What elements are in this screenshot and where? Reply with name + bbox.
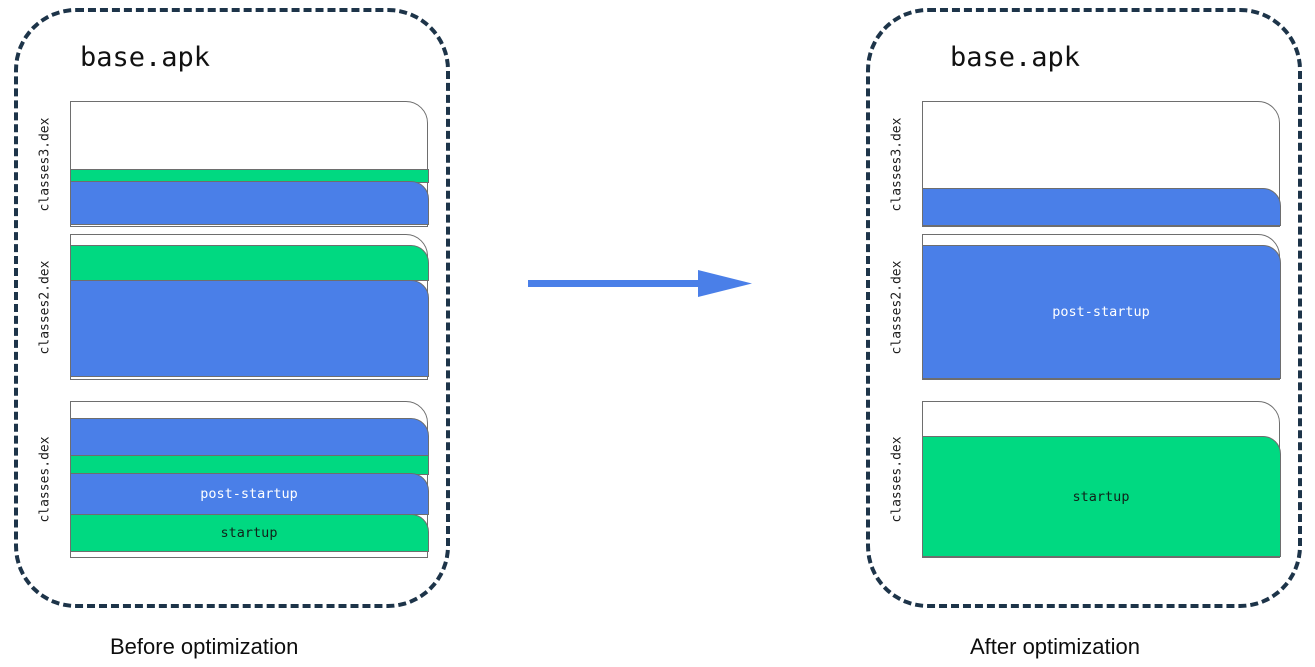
segment-startup: [69, 454, 429, 475]
segment-startup: [69, 245, 429, 282]
caption-before-optimization: Before optimization: [110, 634, 299, 659]
dex-segments: [921, 187, 1281, 226]
dex-label-classes2-before: classes2.dex: [37, 260, 53, 354]
segment-post-startup: [69, 181, 429, 225]
dex-block-classes3-before: classes3.dex: [38, 101, 429, 227]
dex-block-classes2-after: classes2.dex post-startup: [890, 234, 1281, 380]
dex-shell: [921, 101, 1281, 227]
dex-shell: post-startup startup: [69, 401, 429, 558]
dex-segments: post-startup: [921, 245, 1281, 379]
dex-label-classes-before: classes.dex: [37, 436, 53, 523]
dex-block-classes-before: classes.dex post-startup startup: [38, 401, 429, 558]
dex-label-classes3-before: classes3.dex: [37, 117, 53, 211]
dex-shell: post-startup: [921, 234, 1281, 380]
dex-segments: post-startup startup: [69, 418, 429, 557]
right-arrow-icon: [520, 262, 760, 308]
caption-after-optimization: After optimization: [970, 634, 1140, 659]
segment-post-startup: [921, 187, 1281, 226]
segment-startup-labeled: startup: [69, 513, 429, 553]
dex-label-classes-after: classes.dex: [889, 436, 905, 523]
segment-startup-labeled: startup: [921, 436, 1281, 557]
apk-panel-before: base.apk classes3.dex classes2.dex: [14, 8, 450, 608]
apk-title-after: base.apk: [950, 42, 1081, 73]
dex-segments: [69, 245, 429, 379]
segment-post-startup-labeled: post-startup: [921, 245, 1281, 379]
dex-segments: [69, 168, 429, 226]
apk-title-before: base.apk: [80, 42, 211, 73]
dex-shell: startup: [921, 401, 1281, 558]
segment-post-startup: [69, 418, 429, 457]
dex-shell: [69, 234, 429, 380]
dex-label-classes2-after: classes2.dex: [889, 260, 905, 354]
apk-panel-after: base.apk classes3.dex classes2.dex post-…: [866, 8, 1302, 608]
dex-block-classes2-before: classes2.dex: [38, 234, 429, 380]
dex-shell: [69, 101, 429, 227]
dex-label-classes3-after: classes3.dex: [889, 117, 905, 211]
segment-post-startup: [69, 279, 429, 378]
dex-block-classes3-after: classes3.dex: [890, 101, 1281, 227]
dex-block-classes-after: classes.dex startup: [890, 401, 1281, 558]
segment-post-startup-labeled: post-startup: [69, 473, 429, 516]
dex-segments: startup: [921, 436, 1281, 557]
